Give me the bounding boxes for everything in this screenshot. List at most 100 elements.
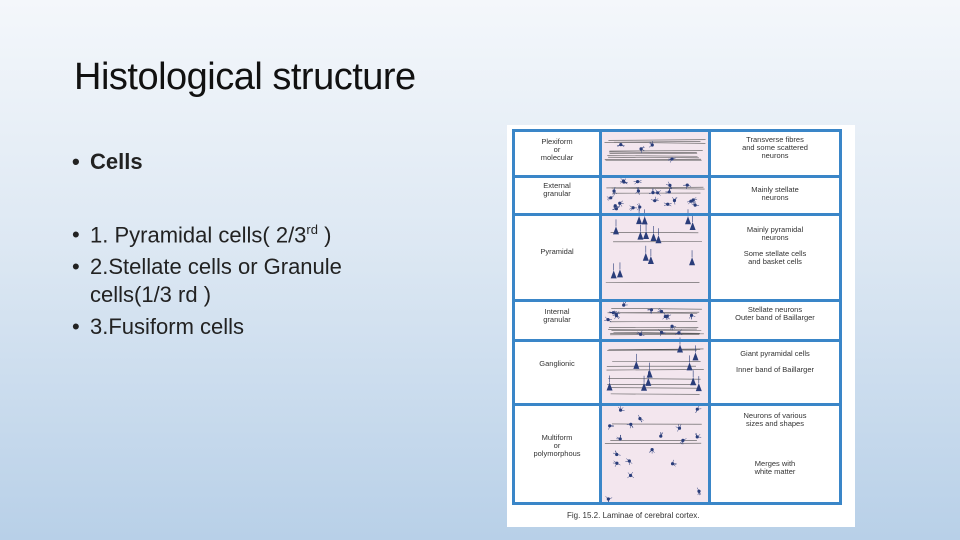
cell-process	[667, 181, 671, 186]
cell-process	[686, 200, 692, 203]
pyramidal-cell	[633, 360, 640, 369]
cell-process	[617, 144, 621, 147]
cell-process	[679, 424, 682, 429]
cell-process	[627, 472, 631, 476]
stellate-cell	[653, 199, 657, 203]
nerve-fibre	[609, 151, 697, 154]
pyramidal-cell	[610, 270, 617, 279]
cell-process	[682, 438, 687, 441]
cell-process	[620, 144, 625, 147]
nerve-fibre	[608, 139, 706, 141]
cell-process	[665, 316, 668, 321]
cell-process	[665, 191, 670, 194]
cell-process	[695, 433, 698, 438]
pyramidal-cell	[685, 216, 692, 225]
layer-label: Pyramidal	[540, 247, 574, 256]
cell-process	[609, 425, 614, 427]
cell-process	[658, 329, 662, 333]
cell-process	[693, 197, 697, 201]
cell-process	[613, 205, 616, 210]
nerve-fibre	[611, 187, 705, 190]
cell-process	[637, 206, 640, 211]
cell-process	[606, 197, 611, 200]
cell-process	[654, 198, 659, 201]
pyramidal-cell	[637, 231, 644, 240]
cell-process	[639, 418, 644, 421]
cell-process	[659, 332, 662, 337]
nerve-fibre	[604, 158, 701, 160]
cell-process	[674, 196, 677, 201]
cell-process	[669, 187, 671, 193]
cell-process	[650, 199, 655, 201]
cell-process	[630, 471, 633, 476]
cell-process	[663, 313, 668, 317]
cell-process	[657, 190, 662, 194]
cell-process	[630, 207, 634, 212]
cell-process	[635, 190, 639, 194]
nerve-fibre	[608, 378, 701, 380]
pyramidal-cell	[645, 377, 652, 386]
cell-process	[610, 195, 615, 199]
layer-description: Neurons of various sizes and shapes Merg…	[743, 411, 807, 476]
tissue-column	[599, 132, 711, 502]
cell-process	[615, 450, 617, 455]
cell-process	[651, 449, 655, 453]
cell-process	[667, 315, 670, 320]
cell-process	[663, 203, 668, 206]
cell-process	[679, 440, 684, 444]
pyramidal-cell	[695, 383, 702, 392]
nerve-fibre	[607, 155, 698, 157]
nerve-fibre	[604, 142, 706, 144]
cell-process	[649, 449, 653, 453]
cell-process	[608, 425, 610, 430]
cell-process	[693, 198, 698, 201]
cell-process	[667, 204, 672, 207]
pyramidal-cell	[642, 252, 649, 261]
cell-process	[660, 432, 664, 437]
bullet-glyph: •	[72, 254, 80, 280]
stellate-cell	[618, 437, 622, 441]
bullet-fusiform: •3.Fusiform cells	[72, 313, 402, 341]
cell-process	[697, 434, 701, 438]
pyramidal-cell	[636, 216, 643, 225]
cell-process	[606, 196, 611, 199]
cell-process	[630, 475, 635, 478]
bullet-list: •Cells •1. Pyramidal cells( 2/3rd ) •2.S…	[72, 148, 402, 345]
cell-process	[608, 497, 613, 500]
cell-process	[663, 202, 668, 205]
cell-process	[695, 204, 700, 206]
bullet-text: Cells	[90, 149, 143, 174]
cell-process	[616, 312, 621, 315]
cell-process	[615, 205, 618, 210]
cell-process	[675, 426, 680, 429]
cell-process	[667, 314, 672, 317]
layer-label: Ganglionic	[539, 359, 575, 368]
cell-process	[687, 184, 692, 187]
cell-process	[649, 141, 653, 146]
cell-process	[649, 309, 652, 314]
layer-label: External granular	[543, 181, 571, 198]
cell-process	[686, 185, 688, 190]
cell-process	[655, 189, 658, 193]
cell-process	[669, 158, 673, 163]
bullet-stellate: •2.Stellate cells or Granule cells(1/3 r…	[72, 253, 402, 309]
layer-divider	[515, 213, 839, 216]
nerve-fibre	[613, 141, 701, 143]
cell-process	[623, 301, 627, 306]
cell-process	[670, 326, 673, 330]
layer-divider	[515, 299, 839, 302]
cell-process	[657, 192, 661, 196]
cell-process	[661, 332, 666, 335]
stellate-cell	[651, 191, 655, 195]
cell-process	[637, 180, 642, 182]
layer-description: Mainly stellate neurons	[751, 185, 799, 202]
cell-process	[688, 201, 692, 205]
cell-process	[625, 460, 630, 462]
layer-label: Multiform or polymorphous	[533, 433, 581, 458]
cell-process	[678, 424, 680, 429]
cell-process	[688, 315, 692, 319]
pyramidal-cell	[641, 216, 648, 225]
cell-process	[695, 409, 698, 413]
